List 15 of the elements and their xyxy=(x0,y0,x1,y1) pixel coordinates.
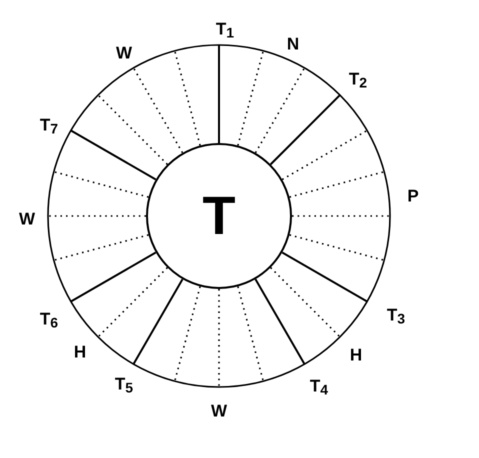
sector-label: N xyxy=(286,36,300,52)
sector-label: T$_{2}$ xyxy=(348,70,368,90)
sector-label: W xyxy=(116,44,132,62)
sector-label: T$_{7}$ xyxy=(40,116,58,136)
center-label: T xyxy=(202,189,236,243)
sector-label: W xyxy=(18,210,36,228)
sector-label: T$_{5}$ xyxy=(114,376,134,394)
sector-label: H xyxy=(74,344,86,360)
sector-label: T$_{3}$ xyxy=(386,306,406,326)
sector-label: T$_{4}$ xyxy=(310,378,328,396)
sector-label: T$_{6}$ xyxy=(40,310,58,330)
sector-label: H xyxy=(350,346,362,364)
sector-label: T$_{1}$ xyxy=(216,20,234,40)
sector-label: W xyxy=(210,402,228,420)
sector-label: P xyxy=(407,188,419,204)
